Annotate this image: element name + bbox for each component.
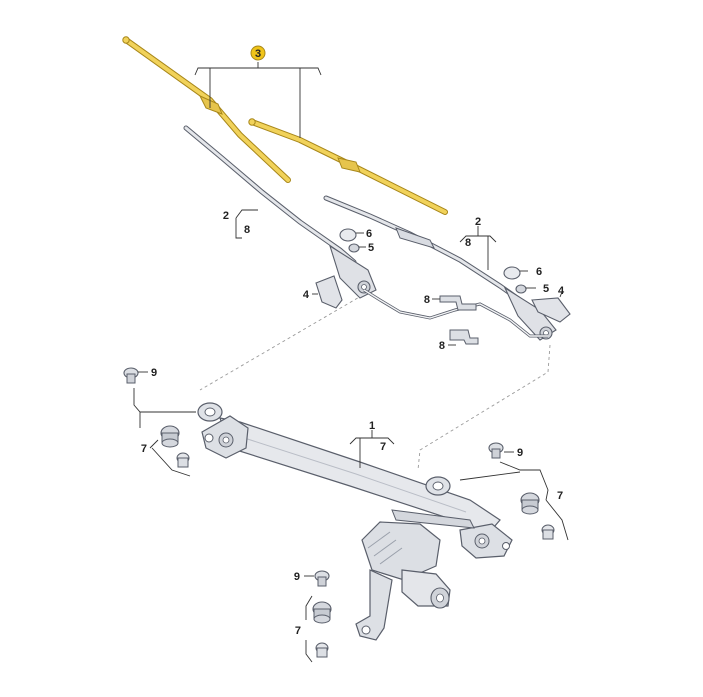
wiper-arm-left[interactable]	[183, 125, 377, 299]
callout-hose-upper: 8	[424, 294, 440, 306]
callout-right-arm: 2 8	[459, 216, 497, 270]
callout-cover-left: 4	[303, 289, 318, 301]
svg-text:2: 2	[223, 210, 229, 222]
wiper-arm-right[interactable]	[323, 195, 557, 341]
svg-text:5: 5	[368, 242, 374, 254]
bolt-right[interactable]	[488, 442, 504, 459]
svg-text:6: 6	[366, 228, 372, 240]
callout-blades: 3	[194, 45, 322, 138]
spacer-bottom[interactable]	[315, 642, 329, 658]
wiper-blade-right[interactable]	[248, 118, 448, 215]
highlight-badge	[250, 45, 266, 61]
svg-text:8: 8	[244, 224, 250, 236]
svg-text:7: 7	[141, 443, 147, 455]
svg-text:9: 9	[151, 367, 157, 379]
callout-bushing-right: 7	[459, 461, 569, 541]
washer-hose[interactable]	[363, 288, 548, 338]
nut-right[interactable]	[515, 284, 527, 294]
svg-text:9: 9	[294, 571, 300, 583]
wiper-motor[interactable]	[355, 521, 451, 641]
svg-text:3: 3	[255, 48, 261, 60]
wiper-blade-left[interactable]	[122, 36, 291, 183]
svg-text:2: 2	[475, 216, 481, 228]
svg-text:5: 5	[543, 283, 549, 295]
bolt-left[interactable]	[123, 367, 139, 384]
svg-text:9: 9	[517, 447, 523, 459]
callout-cap-left: 6	[356, 228, 372, 240]
svg-text:4: 4	[558, 285, 565, 297]
svg-text:4: 4	[303, 289, 310, 301]
callout-hose-lower: 8	[439, 340, 456, 352]
svg-text:7: 7	[557, 490, 563, 502]
svg-text:8: 8	[439, 340, 445, 352]
dashed-line-left	[199, 291, 369, 391]
callout-nut-right: 5	[526, 283, 549, 295]
wiper-linkage-frame[interactable]	[201, 415, 513, 559]
bushing-bottom[interactable]	[312, 601, 332, 624]
spacer-right[interactable]	[541, 524, 555, 540]
callout-bolt-right: 9	[504, 447, 523, 459]
cover-left[interactable]	[315, 275, 343, 309]
svg-text:7: 7	[295, 625, 301, 637]
rubber-grommet-left[interactable]	[197, 402, 223, 422]
bolt-bottom[interactable]	[314, 570, 330, 587]
svg-text:1: 1	[369, 420, 375, 432]
svg-text:8: 8	[465, 237, 471, 249]
cap-right[interactable]	[503, 266, 521, 280]
cap-left[interactable]	[339, 228, 357, 242]
spacer-left[interactable]	[176, 452, 190, 468]
callout-bushing-bottom: 7	[295, 595, 313, 663]
svg-text:7: 7	[380, 441, 386, 453]
callout-linkage: 1 7	[349, 420, 395, 468]
assembly-dashed-lines	[199, 291, 551, 471]
nut-left[interactable]	[348, 243, 360, 253]
svg-text:8: 8	[424, 294, 430, 306]
callout-left-arm: 2 8	[223, 209, 258, 239]
callout-bolt-bottom: 9	[294, 571, 314, 583]
callout-cap-right: 6	[520, 266, 542, 278]
dashed-line-right	[417, 344, 551, 471]
rubber-grommet-right[interactable]	[425, 476, 451, 496]
cover-right[interactable]	[531, 297, 571, 323]
callout-bolt-left: 9	[138, 367, 157, 379]
callout-bushing-left: 7	[133, 388, 196, 477]
hose-connector-upper[interactable]	[439, 295, 477, 311]
callout-cover-right: 4	[558, 285, 565, 298]
hose-connector-lower[interactable]	[449, 329, 479, 345]
callout-nut-left: 5	[359, 242, 374, 254]
svg-text:6: 6	[536, 266, 542, 278]
bushing-right[interactable]	[520, 492, 540, 515]
bushing-left[interactable]	[160, 425, 180, 448]
